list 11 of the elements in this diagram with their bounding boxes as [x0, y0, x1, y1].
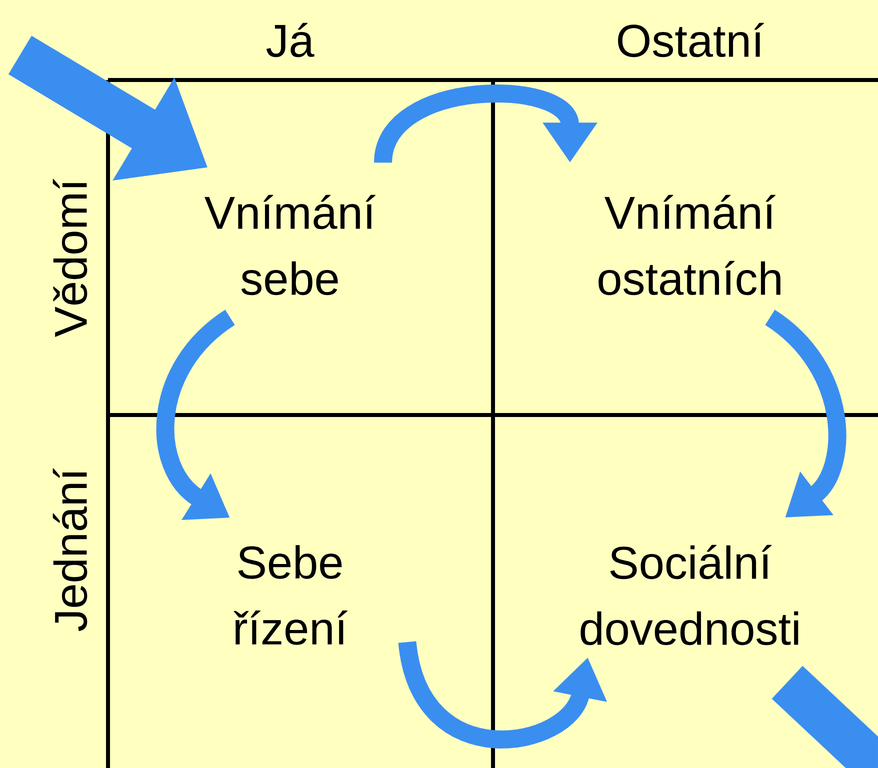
row-header: Jednání [52, 468, 88, 632]
cell-label: Vnímání ostatních [598, 194, 780, 296]
column-header: Já [266, 22, 314, 58]
curved-arrow [764, 310, 846, 518]
column-header: Ostatní [618, 22, 764, 58]
cell-label: Vnímání sebe [204, 194, 376, 296]
cell-label: Sociální dovednosti [580, 544, 798, 646]
curved-arrow [156, 310, 236, 520]
row-header: Vědomí [52, 178, 88, 338]
curved-arrow [374, 84, 598, 164]
cell-label: Sebe řízení [234, 545, 348, 645]
